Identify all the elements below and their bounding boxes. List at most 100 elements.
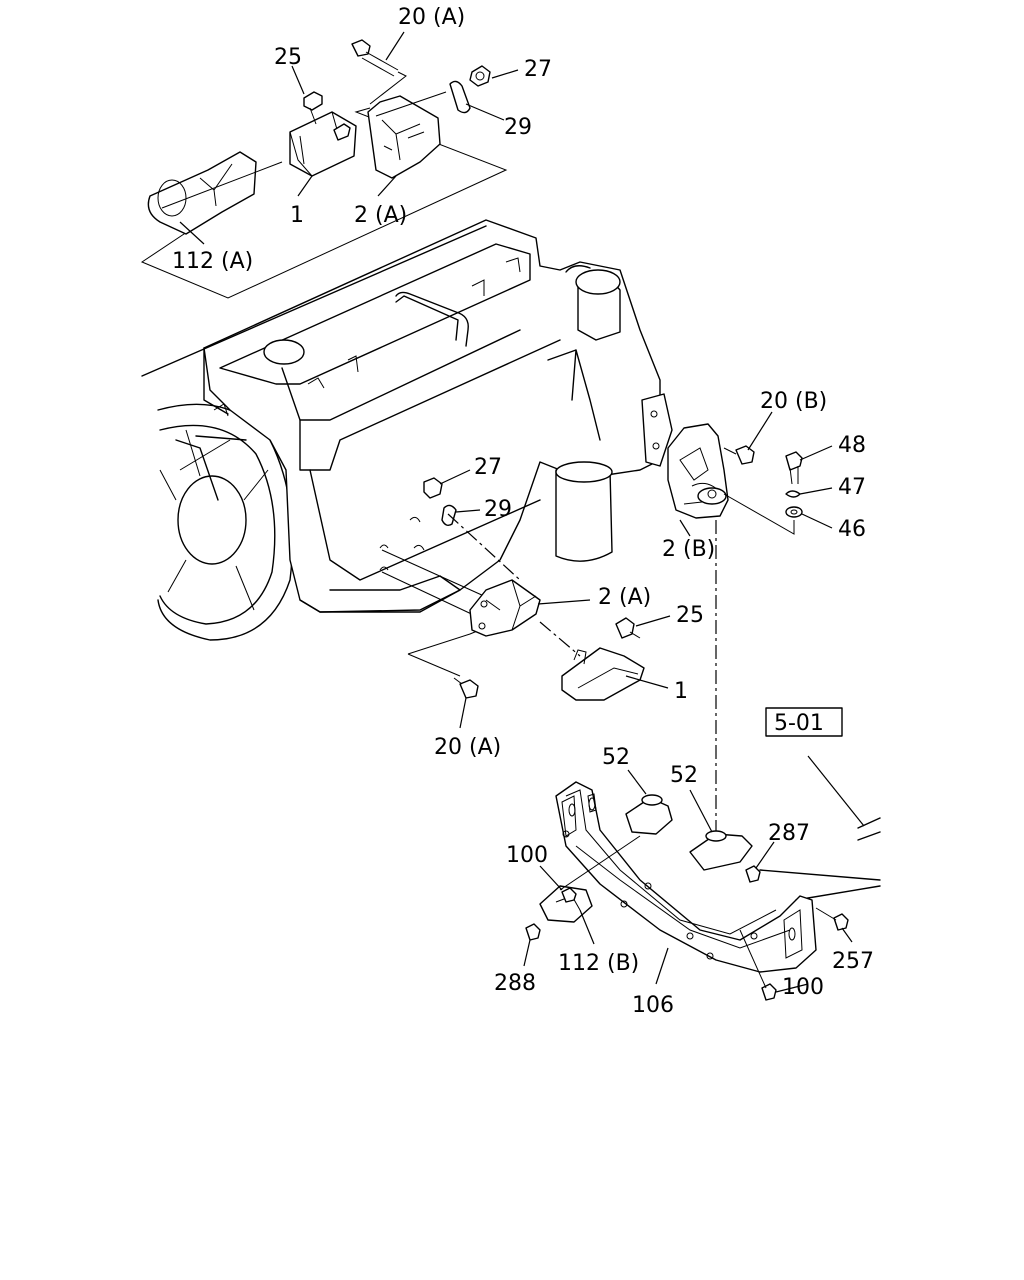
- stud-line-1: [381, 549, 485, 597]
- bracket-112b: [539, 885, 593, 923]
- nut-257: [833, 913, 849, 931]
- bracket-2a-mid-detail: [485, 579, 537, 631]
- leader-ref-501: [807, 755, 865, 827]
- engine-body-outline: [203, 219, 661, 613]
- label-b-288: 288: [494, 971, 536, 996]
- washer-46: [785, 506, 803, 518]
- washer-46-hole: [790, 509, 798, 515]
- bolt-axis-line: [161, 161, 283, 209]
- label-b-52b: 52: [670, 763, 698, 788]
- rear-fastener-line: [723, 493, 795, 535]
- label-r-20b: 20 (B): [760, 389, 827, 414]
- rivet-3: [686, 932, 694, 940]
- leader-m-20a: [459, 697, 467, 729]
- lock-washer-47: [785, 490, 801, 498]
- leader-b-106: [655, 947, 669, 985]
- clip-29-mid-axis: [447, 513, 521, 581]
- front-mount-assembly: [381, 477, 645, 701]
- pad-hole-1: [650, 410, 658, 418]
- nut-27-top-hole: [475, 71, 485, 81]
- leader-b-257: [841, 927, 853, 943]
- bolt-48-head: [785, 451, 803, 471]
- bracket-112a-rib: [199, 163, 233, 207]
- label-m-20a: 20 (A): [434, 735, 501, 760]
- stud-line-2: [381, 571, 481, 619]
- crossmember-right-end: [783, 909, 803, 959]
- bolt-287: [745, 865, 761, 883]
- bolt-20a-mid-head: [459, 679, 479, 699]
- bracket-2a-mid-hole-2: [478, 622, 486, 630]
- label-top-1: 1: [290, 203, 304, 228]
- block-side-line: [299, 339, 561, 471]
- callout-labels: 20 (A) 25 27 29 1 2 (A) 112 (A) 20 (B) 4…: [172, 5, 874, 1018]
- fan-blades: [159, 429, 269, 611]
- manifold-lines: [547, 265, 601, 441]
- valve-cover-top: [219, 243, 531, 385]
- crossmember-flanges: [565, 789, 791, 949]
- bolt-25-shank: [309, 107, 317, 125]
- front-mount-studs: [379, 516, 425, 571]
- top-mount-assembly: [140, 39, 508, 299]
- leader-r-46: [801, 513, 833, 529]
- bolt-25-mid-head: [615, 617, 635, 639]
- label-b-287: 287: [768, 821, 810, 846]
- label-m-29: 29: [484, 497, 512, 522]
- insulator-axis: [559, 835, 641, 891]
- valve-cover-edge: [141, 225, 487, 415]
- rivet-2: [644, 882, 652, 890]
- bracket-2a-mid-hole-1: [480, 600, 488, 608]
- label-b-257: 257: [832, 949, 874, 974]
- top-assembly-plane-line: [140, 107, 508, 299]
- leader-top-25: [291, 65, 305, 95]
- block-lower-line: [309, 469, 541, 581]
- oil-pan-rail: [299, 575, 461, 613]
- leader-m-1: [625, 675, 669, 689]
- leader-r-20b: [747, 411, 773, 451]
- ref-box-501: [765, 707, 843, 737]
- leader-top-1: [297, 175, 313, 197]
- bolt-20b-head: [735, 445, 755, 465]
- leader-b-52b: [689, 789, 713, 833]
- flywheel-housing-pad: [641, 393, 673, 467]
- leader-m-25: [635, 615, 671, 627]
- slot-3: [788, 927, 796, 941]
- nut-27-mid: [423, 477, 443, 499]
- bracket-2b-boss-hole: [707, 489, 717, 499]
- bolt-48-shank: [789, 466, 799, 485]
- nut-257-axis: [815, 907, 837, 921]
- label-b-100b: 100: [782, 975, 824, 1000]
- label-top-27: 27: [524, 57, 552, 82]
- rivet-5: [706, 952, 714, 960]
- bracket-2b: [667, 423, 729, 519]
- clip-29-top: [449, 80, 471, 114]
- rivet-1: [620, 900, 628, 908]
- label-b-52a: 52: [602, 745, 630, 770]
- label-top-2a: 2 (A): [354, 203, 407, 228]
- nut-100-right: [761, 983, 777, 1001]
- leader-r-47: [799, 487, 833, 495]
- bolt-20b-shank: [723, 447, 737, 455]
- nut-288: [525, 923, 541, 941]
- mount-mid-axis: [539, 621, 581, 657]
- leader-m-2a: [537, 599, 591, 605]
- leader-top-20a: [385, 31, 405, 61]
- label-m-2a: 2 (A): [598, 585, 651, 610]
- label-m-1: 1: [674, 679, 688, 704]
- label-r-47: 47: [838, 475, 866, 500]
- bracket-2a-axis: [375, 91, 447, 117]
- label-top-25: 25: [274, 45, 302, 70]
- label-r-48: 48: [838, 433, 866, 458]
- engine-block: [141, 219, 673, 641]
- bracket-112a-hole: [157, 179, 187, 217]
- fan-shroud-inner: [159, 424, 276, 625]
- leader-b-100b: [775, 983, 809, 993]
- leader-m-29: [455, 509, 481, 513]
- turbo-inlet: [575, 269, 621, 295]
- bracket-2a-mid: [469, 579, 541, 637]
- label-top-20a: 20 (A): [398, 5, 465, 30]
- oil-filter-top: [555, 461, 613, 483]
- leader-r-48: [799, 445, 833, 461]
- bolt-25-mid-shank: [629, 631, 641, 639]
- fittings: [213, 257, 521, 417]
